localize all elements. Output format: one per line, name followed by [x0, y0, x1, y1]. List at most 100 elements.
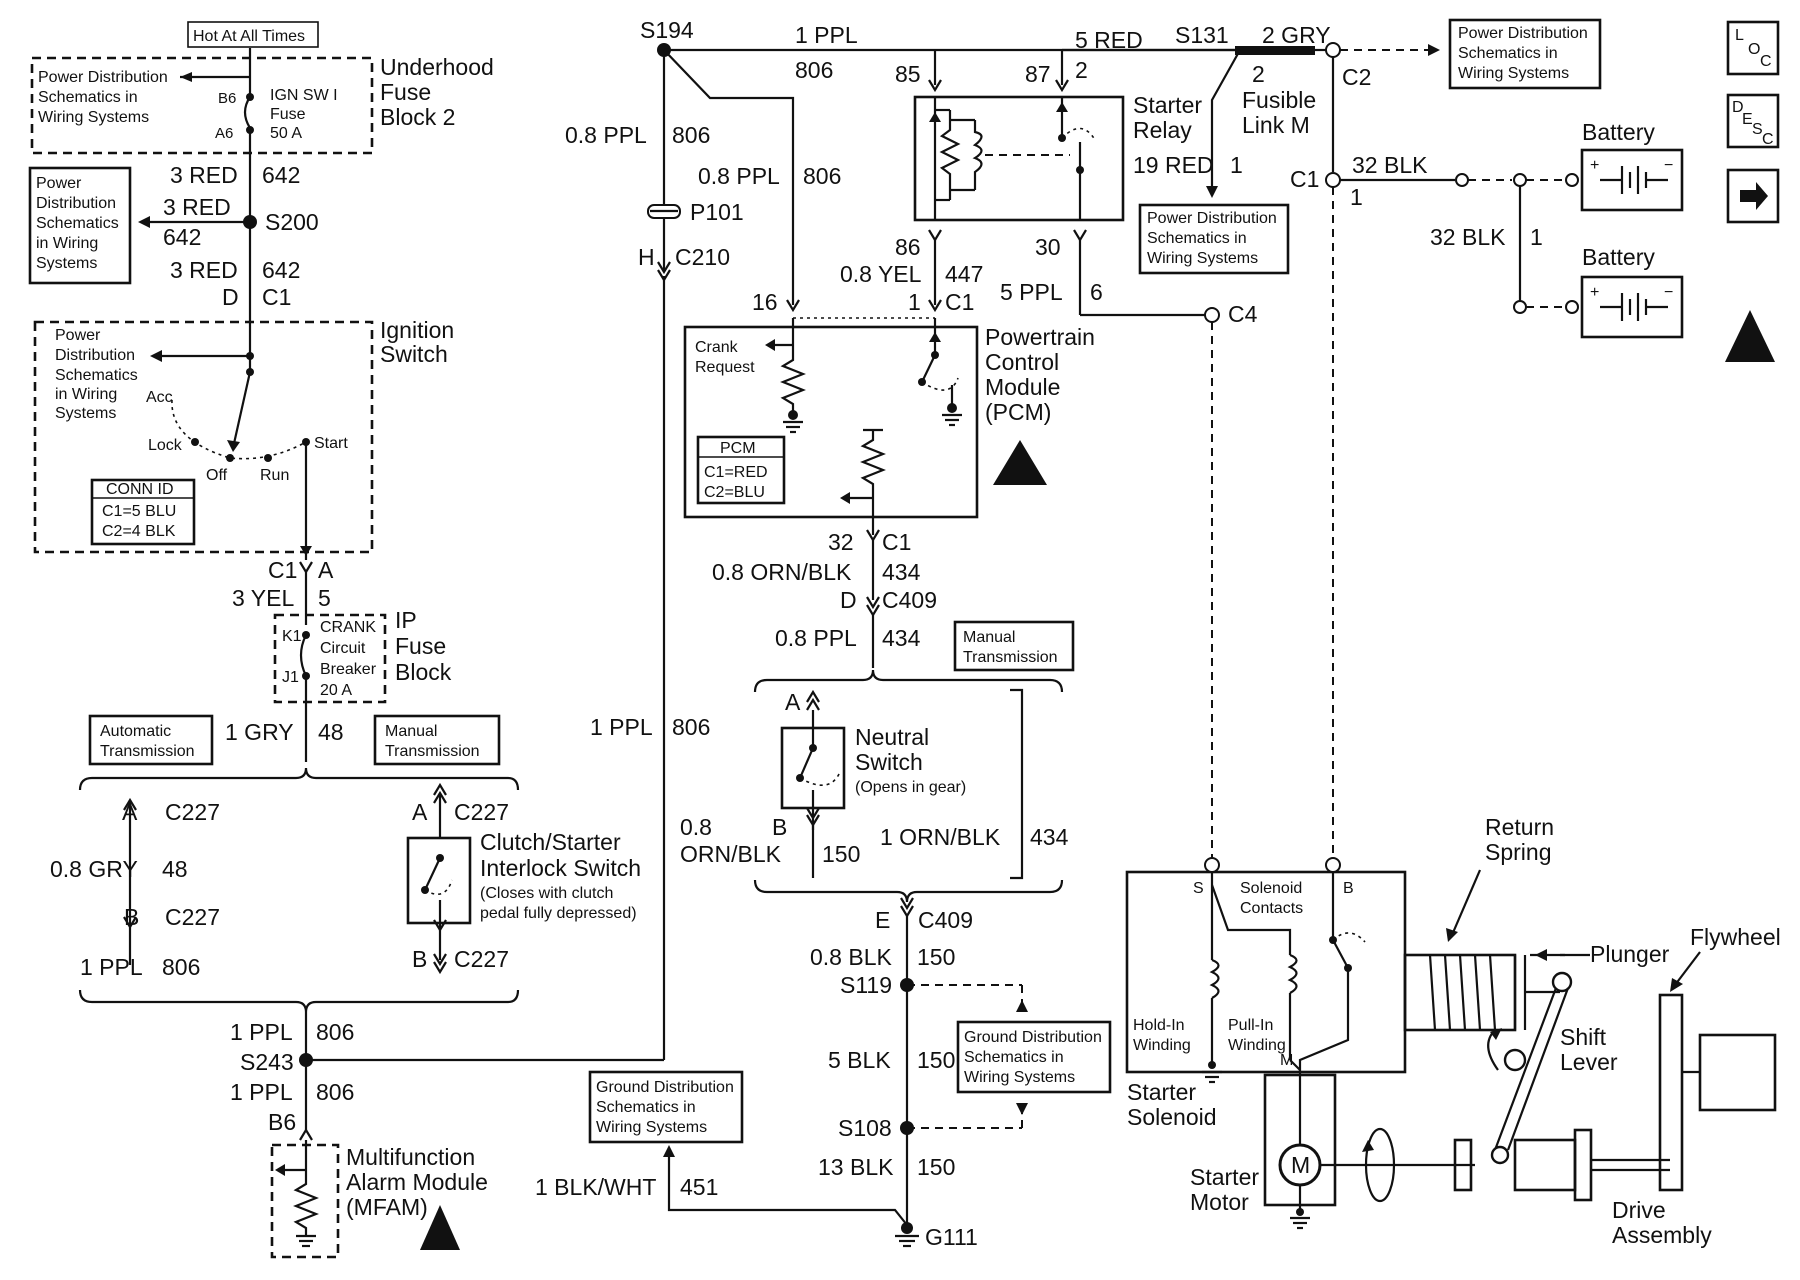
contact-lock	[191, 438, 199, 446]
pin-e: E	[875, 907, 890, 933]
wire-label: 3 YEL	[232, 585, 294, 611]
wire-label: 5 BLK	[828, 1047, 891, 1073]
circuit-number: 6	[1090, 279, 1103, 305]
clutch-title-1: Clutch/Starter	[480, 829, 621, 855]
arrow-left-icon	[765, 339, 775, 351]
shift-lever-pivot	[1503, 1048, 1527, 1072]
connector-c1: C1	[945, 289, 974, 315]
pd-right-1: Power Distribution	[1458, 25, 1588, 42]
circuit-number: 1	[1350, 184, 1363, 210]
wire-label: 1 PPL	[795, 22, 858, 48]
circuit-number: 806	[316, 1079, 354, 1105]
arrow-icon	[1490, 1028, 1502, 1040]
loc-icon[interactable]: L O C	[1726, 20, 1780, 76]
ignition-title-2: Switch	[380, 341, 448, 367]
arrow-right-icon	[1428, 44, 1440, 56]
pin-a: A	[785, 689, 801, 715]
pcm-conn-c2: C2=BLU	[704, 484, 765, 501]
circuit-number: 806	[316, 1019, 354, 1045]
pd-box-left	[28, 166, 132, 285]
connector-c1: C1	[268, 557, 297, 583]
esd-warning-icon	[993, 440, 1047, 485]
circuit-number: 48	[162, 856, 188, 882]
solenoid-title-1: Starter	[1127, 1079, 1196, 1105]
arrow-down-icon	[300, 546, 312, 556]
wire-642: 3 RED 642 3 RED 642 S200 3 RED 642 D C1 …	[28, 130, 319, 325]
breaker-2: Circuit	[320, 640, 366, 657]
auto-trans-1: Automatic	[100, 723, 171, 740]
battery-b	[1580, 275, 1684, 339]
wire-label: 0.8 PPL	[698, 163, 780, 189]
k1-label: K1	[282, 628, 302, 645]
wire-label: 0.8 PPL	[565, 122, 647, 148]
desc-icon[interactable]: D E S C	[1726, 93, 1780, 149]
pd-left-1: Power	[36, 175, 82, 192]
circuit-number: 2	[1252, 61, 1265, 87]
mfam-title-3: (MFAM)	[346, 1194, 428, 1220]
gd-box	[956, 1020, 1112, 1094]
fuse-element	[243, 96, 251, 129]
battery-minus: −	[1664, 157, 1673, 174]
pin-a: A	[318, 557, 334, 583]
pcm-title-1: Powertrain	[985, 324, 1095, 350]
nav-icons: L O C D E S C	[1725, 20, 1780, 362]
label-run: Run	[260, 467, 289, 484]
pcm-title-4: (PCM)	[985, 399, 1051, 425]
wire-label: 1 PPL	[80, 954, 143, 980]
gd-box-left	[588, 1070, 744, 1144]
fusible-title-2: Link M	[1242, 112, 1310, 138]
connector-c2	[1325, 42, 1341, 58]
arrow-left-icon	[150, 350, 162, 362]
label-acc: Acc	[146, 389, 173, 406]
connector-c409: C409	[882, 587, 937, 613]
ign-pd-5: Systems	[55, 405, 116, 422]
pcm-conn-title: PCM	[720, 440, 756, 457]
loc-l: L	[1735, 27, 1744, 44]
pcm-conn-box	[696, 435, 786, 505]
circuit-number: 642	[163, 224, 201, 250]
arrow-icon	[1362, 1140, 1374, 1152]
pin-h: H	[638, 244, 655, 270]
next-arrow-icon[interactable]	[1726, 168, 1780, 224]
flywheel-hub	[1698, 1033, 1777, 1112]
terminal	[1565, 173, 1579, 187]
man-trans-1: Manual	[385, 723, 437, 740]
battery-plus: +	[1590, 157, 1599, 174]
conn-id-box	[90, 478, 196, 546]
bracket	[1010, 688, 1024, 880]
connector-c227: C227	[165, 799, 220, 825]
junction-dot	[246, 352, 254, 360]
splice-label-s119: S119	[840, 972, 892, 998]
wire-label: 5 RED	[1075, 27, 1143, 53]
crank-1: Crank	[695, 339, 739, 356]
desc-c: C	[1762, 131, 1774, 148]
manual-trans-box-2	[953, 620, 1075, 672]
option-brace-bottom	[78, 989, 520, 1013]
label-start: Start	[314, 435, 348, 452]
esd-warning-icon	[1725, 310, 1775, 362]
gd-left-1: Ground Distribution	[596, 1079, 734, 1096]
shift-lever-1: Shift	[1560, 1024, 1607, 1050]
relay-title-1: Starter	[1133, 92, 1202, 118]
return-spring-2: Spring	[1485, 839, 1551, 865]
connector-c1: C1	[882, 529, 911, 555]
splice-label-s243: S243	[240, 1049, 294, 1075]
arrow-left-icon	[1535, 949, 1547, 961]
pin-a: A	[122, 799, 138, 825]
motor-title-2: Motor	[1190, 1189, 1249, 1215]
connector-c1-label: C1	[1290, 166, 1319, 192]
gd-left-3: Wiring Systems	[596, 1119, 707, 1136]
powertrain-control-module: Powertrain Control Module (PCM) Crank Re…	[683, 318, 1095, 693]
pcm-man-trans-2: Transmission	[963, 649, 1058, 666]
connector-c1-battery	[1325, 172, 1341, 188]
ignition-switch: Ignition Switch Power Distribution Schem…	[33, 317, 454, 560]
clutch-interlock-switch: A C227 B C227 Clutch/Starter Interlock S…	[78, 782, 641, 1013]
underhood-title-2: Fuse	[380, 79, 431, 105]
drive-gear	[1573, 1128, 1593, 1202]
shift-lever-pivot-top	[1551, 971, 1573, 993]
pin-b: B	[412, 946, 427, 972]
arrow-icon	[1670, 978, 1683, 992]
ground-dot	[788, 410, 798, 420]
contacts-1: Solenoid	[1240, 880, 1302, 897]
hold-in-winding	[1209, 958, 1220, 999]
